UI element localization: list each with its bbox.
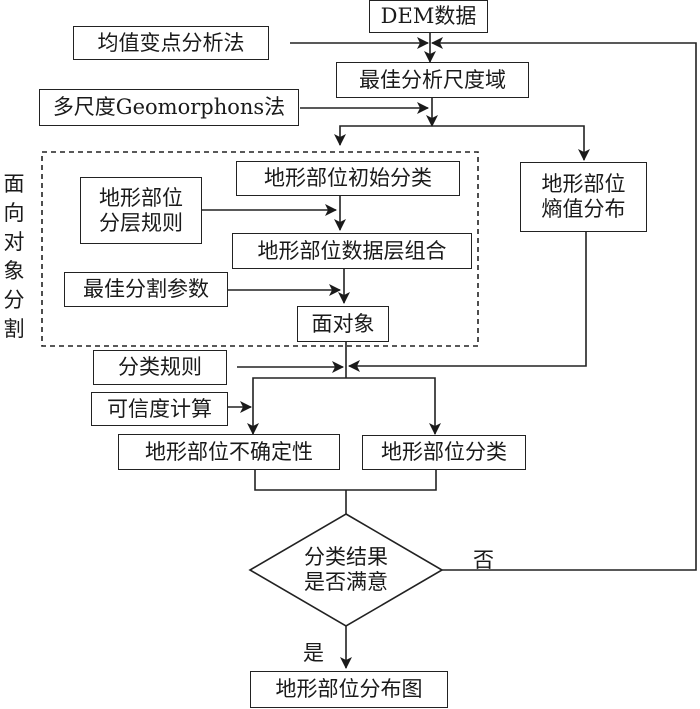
group-label-char: 对 (3, 230, 25, 254)
object-segmentation-label: 面 向 对 象 分 割 (2, 170, 26, 344)
object-segmentation-group (41, 151, 479, 347)
dem-data-box: DEM数据 (369, 0, 488, 33)
entropy-line2: 熵值分布 (541, 197, 626, 221)
group-label-char: 面 (3, 172, 25, 196)
edge-merge-left (247, 377, 346, 435)
distribution-map-box: 地形部位分布图 (250, 671, 448, 708)
initial-classification-box: 地形部位初始分类 (236, 161, 460, 196)
confidence-calculation-box: 可信度计算 (91, 392, 228, 426)
decision-label: 分类结果 是否满意 (290, 545, 402, 595)
optimal-scale-box: 最佳分析尺度域 (336, 62, 529, 98)
hierarchical-rules-line1: 地形部位 (99, 185, 183, 210)
mean-change-point-box: 均值变点分析法 (73, 26, 269, 60)
optimal-segmentation-box: 最佳分割参数 (64, 272, 228, 307)
group-label-char: 分 (3, 288, 25, 312)
landform-classification-box: 地形部位分类 (362, 435, 526, 470)
surface-object-box: 面对象 (297, 306, 389, 342)
group-label-char: 向 (3, 201, 25, 225)
edge-merge-right (346, 377, 441, 435)
decision-line1: 分类结果 (304, 545, 388, 569)
landform-uncertainty-box: 地形部位不确定性 (118, 434, 340, 470)
edge-label-no: 否 (473, 548, 494, 572)
entropy-line1: 地形部位 (541, 172, 626, 196)
edge-label-yes: 是 (303, 641, 324, 665)
hierarchical-rules-box: 地形部位 分层规则 (80, 177, 202, 244)
edge-results-merge (254, 470, 437, 491)
edge-split-left (334, 125, 432, 146)
entropy-distribution-box: 地形部位 熵值分布 (520, 162, 647, 232)
hierarchical-rules-line2: 分层规则 (99, 210, 183, 235)
data-layer-combination-box: 地形部位数据层组合 (232, 233, 472, 269)
decision-line2: 是否满意 (304, 570, 388, 594)
edge-entropy-to-merge (348, 226, 587, 372)
edge-split-right (432, 125, 590, 161)
edge-feedback-no (431, 37, 697, 571)
group-label-char: 割 (3, 317, 25, 341)
multiscale-geomorphons-box: 多尺度Geomorphons法 (39, 89, 299, 126)
classification-rules-box: 分类规则 (93, 350, 227, 385)
group-label-char: 象 (3, 259, 25, 283)
